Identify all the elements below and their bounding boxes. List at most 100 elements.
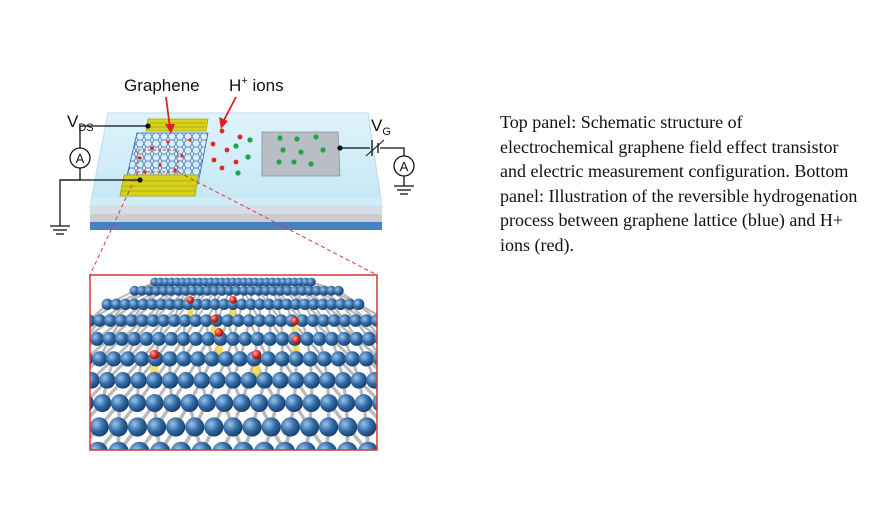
carbon-atom xyxy=(193,372,210,389)
hydrogenation-glow xyxy=(187,299,194,321)
lattice-bond xyxy=(33,380,60,403)
carbon-atom xyxy=(387,351,402,366)
carbon-atom xyxy=(337,331,352,346)
carbon-atom xyxy=(311,285,322,296)
lattice-bond xyxy=(60,359,86,380)
lattice-bond xyxy=(453,380,468,403)
carbon-atom xyxy=(0,442,4,463)
carbon-atom xyxy=(90,441,108,450)
lattice-bond xyxy=(50,380,76,403)
carbon-atom xyxy=(357,417,377,437)
hydrogenation-glow xyxy=(229,299,237,321)
lattice-bond xyxy=(409,359,422,380)
carbon-atom xyxy=(399,332,413,346)
lattice-bond xyxy=(388,321,406,339)
lattice-bond xyxy=(399,403,405,427)
carbon-atom xyxy=(120,351,136,367)
carbon-atom xyxy=(275,331,290,346)
carbon-atom xyxy=(180,285,191,296)
carbon-atom xyxy=(477,394,495,412)
carbon-atom xyxy=(201,331,216,346)
carbon-atom xyxy=(128,298,140,310)
carbon-atom xyxy=(93,394,112,413)
carbon-atom xyxy=(208,372,226,389)
carbon-atom xyxy=(191,441,212,450)
carbon-atom xyxy=(358,441,377,450)
bound-h-ion xyxy=(229,296,237,304)
carbon-atom xyxy=(218,351,234,367)
carbon-atom xyxy=(114,331,129,346)
carbon-atom xyxy=(119,298,131,310)
carbon-atom xyxy=(64,351,79,366)
carbon-atom xyxy=(25,442,46,463)
carbon-atom xyxy=(295,441,316,450)
carbon-atom xyxy=(236,298,248,310)
vg-label: VG xyxy=(371,116,391,138)
carbon-atom xyxy=(146,372,163,389)
lattice-bond xyxy=(468,403,500,427)
bound-h-ion xyxy=(251,349,262,360)
lattice-bond xyxy=(90,378,93,384)
lattice-bond xyxy=(462,427,493,452)
bound-h-ion xyxy=(214,328,224,337)
carbon-atom xyxy=(127,331,142,346)
lattice-bond xyxy=(44,359,57,380)
carbon-atom xyxy=(146,417,167,437)
carbon-atom xyxy=(215,394,234,413)
carbon-atom xyxy=(150,441,171,450)
carbon-atom xyxy=(212,441,233,450)
carbon-atom xyxy=(202,285,213,296)
bound-h-ion xyxy=(149,349,160,360)
carbon-atom xyxy=(414,372,431,389)
carbon-atom xyxy=(136,314,149,327)
lattice-bond xyxy=(381,339,394,359)
carbon-atom xyxy=(173,298,185,310)
carbon-atom xyxy=(415,351,430,366)
carbon-atom xyxy=(52,372,69,389)
carbon-atom xyxy=(4,442,25,463)
carbon-atom xyxy=(180,394,199,413)
lattice-bond xyxy=(0,427,4,452)
carbon-atom xyxy=(317,314,330,327)
source-electrode xyxy=(145,118,209,132)
hydrogenation-glow xyxy=(211,318,218,339)
carbon-atom xyxy=(93,314,106,327)
carbon-atom xyxy=(238,331,253,346)
carbon-atom xyxy=(188,331,203,346)
lattice-bond xyxy=(33,380,45,403)
carbon-atom xyxy=(282,285,293,296)
carbon-atom xyxy=(354,394,373,413)
carbon-atom xyxy=(319,372,336,389)
carbon-atom xyxy=(304,285,315,296)
carbon-atom xyxy=(231,285,242,296)
caption-text: Top panel: Schematic structure of electr… xyxy=(500,112,858,255)
carbon-atom xyxy=(338,314,352,327)
carbon-atom xyxy=(441,442,462,463)
carbon-atom xyxy=(104,314,117,327)
carbon-atom xyxy=(360,314,373,327)
carbon-atom xyxy=(4,372,21,389)
lattice-bond xyxy=(390,380,416,403)
carbon-atom xyxy=(146,314,160,327)
carbon-atom xyxy=(139,331,154,346)
substrate-top xyxy=(90,206,382,214)
carbon-atom xyxy=(302,351,318,367)
carbon-atom xyxy=(344,351,361,367)
carbon-atom xyxy=(136,285,147,296)
carbon-atom xyxy=(187,285,198,296)
carbon-atom xyxy=(459,394,477,412)
carbon-atom xyxy=(71,417,90,436)
carbon-atom xyxy=(129,441,150,450)
carbon-atom xyxy=(218,298,230,310)
carbon-atom xyxy=(185,417,205,437)
carbon-atom xyxy=(232,351,248,367)
carbon-atom xyxy=(445,372,462,389)
hydrogenation-glow xyxy=(252,354,261,381)
lattice-bond xyxy=(406,339,423,359)
carbon-atom xyxy=(20,372,37,389)
lattice-bond xyxy=(486,403,501,427)
lattice-bond xyxy=(381,339,408,359)
carbon-atom xyxy=(24,394,42,412)
carbon-atom xyxy=(59,394,77,412)
